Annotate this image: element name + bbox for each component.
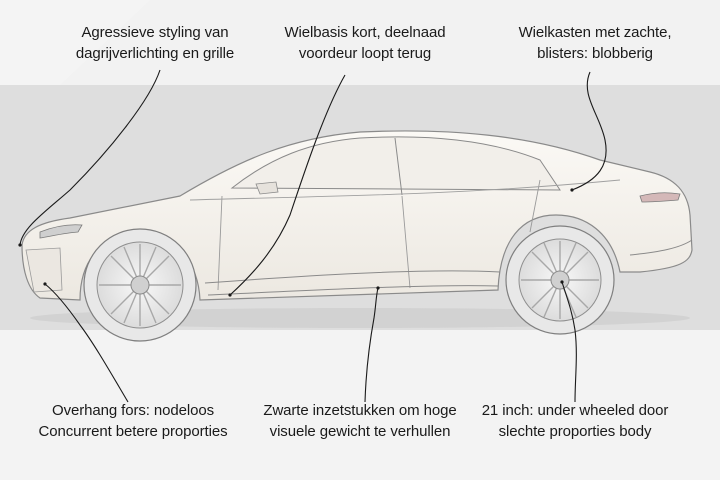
annotation-wheelarches-line-2: blisters: blobberig: [537, 45, 653, 62]
rear-wheel: [505, 225, 615, 335]
annotation-wheels: 21 inch: under wheeled door slechte prop…: [450, 400, 700, 442]
side-sill: [204, 270, 501, 296]
annotation-styling: Agressieve styling van dagrijverlichting…: [30, 22, 280, 64]
annotation-overhang-line-2: Concurrent betere proporties: [38, 423, 228, 440]
leader-line-inserts: [364, 287, 379, 403]
annotation-wheelarches: Wielkasten met zachte, blisters: blobber…: [470, 22, 720, 64]
annotation-inserts-line-1: Zwarte inzetstukken om hoge: [263, 402, 457, 419]
annotation-inserts-line-2: visuele gewicht te verhullen: [269, 423, 451, 440]
headlight: [39, 224, 83, 239]
window-divider: [394, 137, 403, 196]
annotation-styling-line-2: dagrijverlichting en grille: [75, 45, 235, 62]
leader-line-wheels: [561, 281, 577, 403]
leader-line-overhang: [44, 283, 129, 403]
annotation-wheelbase: Wielbasis kort, deelnaad voordeur loopt …: [240, 22, 490, 64]
leader-endpoints: [18, 188, 574, 297]
annotation-wheelbase-line-2: voordeur loopt terug: [298, 45, 432, 62]
annotation-wheels-line-2: slechte proporties body: [498, 423, 652, 440]
background-white-wedge: [0, 0, 150, 85]
annotation-wheelarches-line-1: Wielkasten met zachte,: [518, 24, 672, 41]
leader-lines: [19, 69, 607, 403]
taillight: [639, 192, 681, 203]
beltline: [189, 179, 621, 201]
front-wheel: [83, 228, 197, 342]
front-grille: [25, 247, 63, 293]
annotation-wheels-line-1: 21 inch: under wheeled door: [481, 402, 669, 419]
annotation-inserts: Zwarte inzetstukken om hoge visuele gewi…: [235, 400, 485, 442]
leader-line-wheelbase: [229, 74, 346, 296]
door-line: [217, 179, 541, 291]
annotation-styling-line-1: Agressieve styling van: [81, 24, 229, 41]
lower-valance: [629, 239, 693, 256]
annotation-overhang: Overhang fors: nodeloos Concurrent beter…: [8, 400, 258, 442]
floor: [0, 330, 720, 480]
annotation-wheelbase-line-1: Wielbasis kort, deelnaad: [284, 24, 446, 41]
leader-line-styling: [19, 69, 161, 246]
car-glasshouse: [230, 136, 561, 191]
annotation-overhang-line-1: Overhang fors: nodeloos: [52, 402, 214, 419]
leader-line-wheelarches: [571, 71, 607, 191]
mirror: [255, 181, 279, 195]
